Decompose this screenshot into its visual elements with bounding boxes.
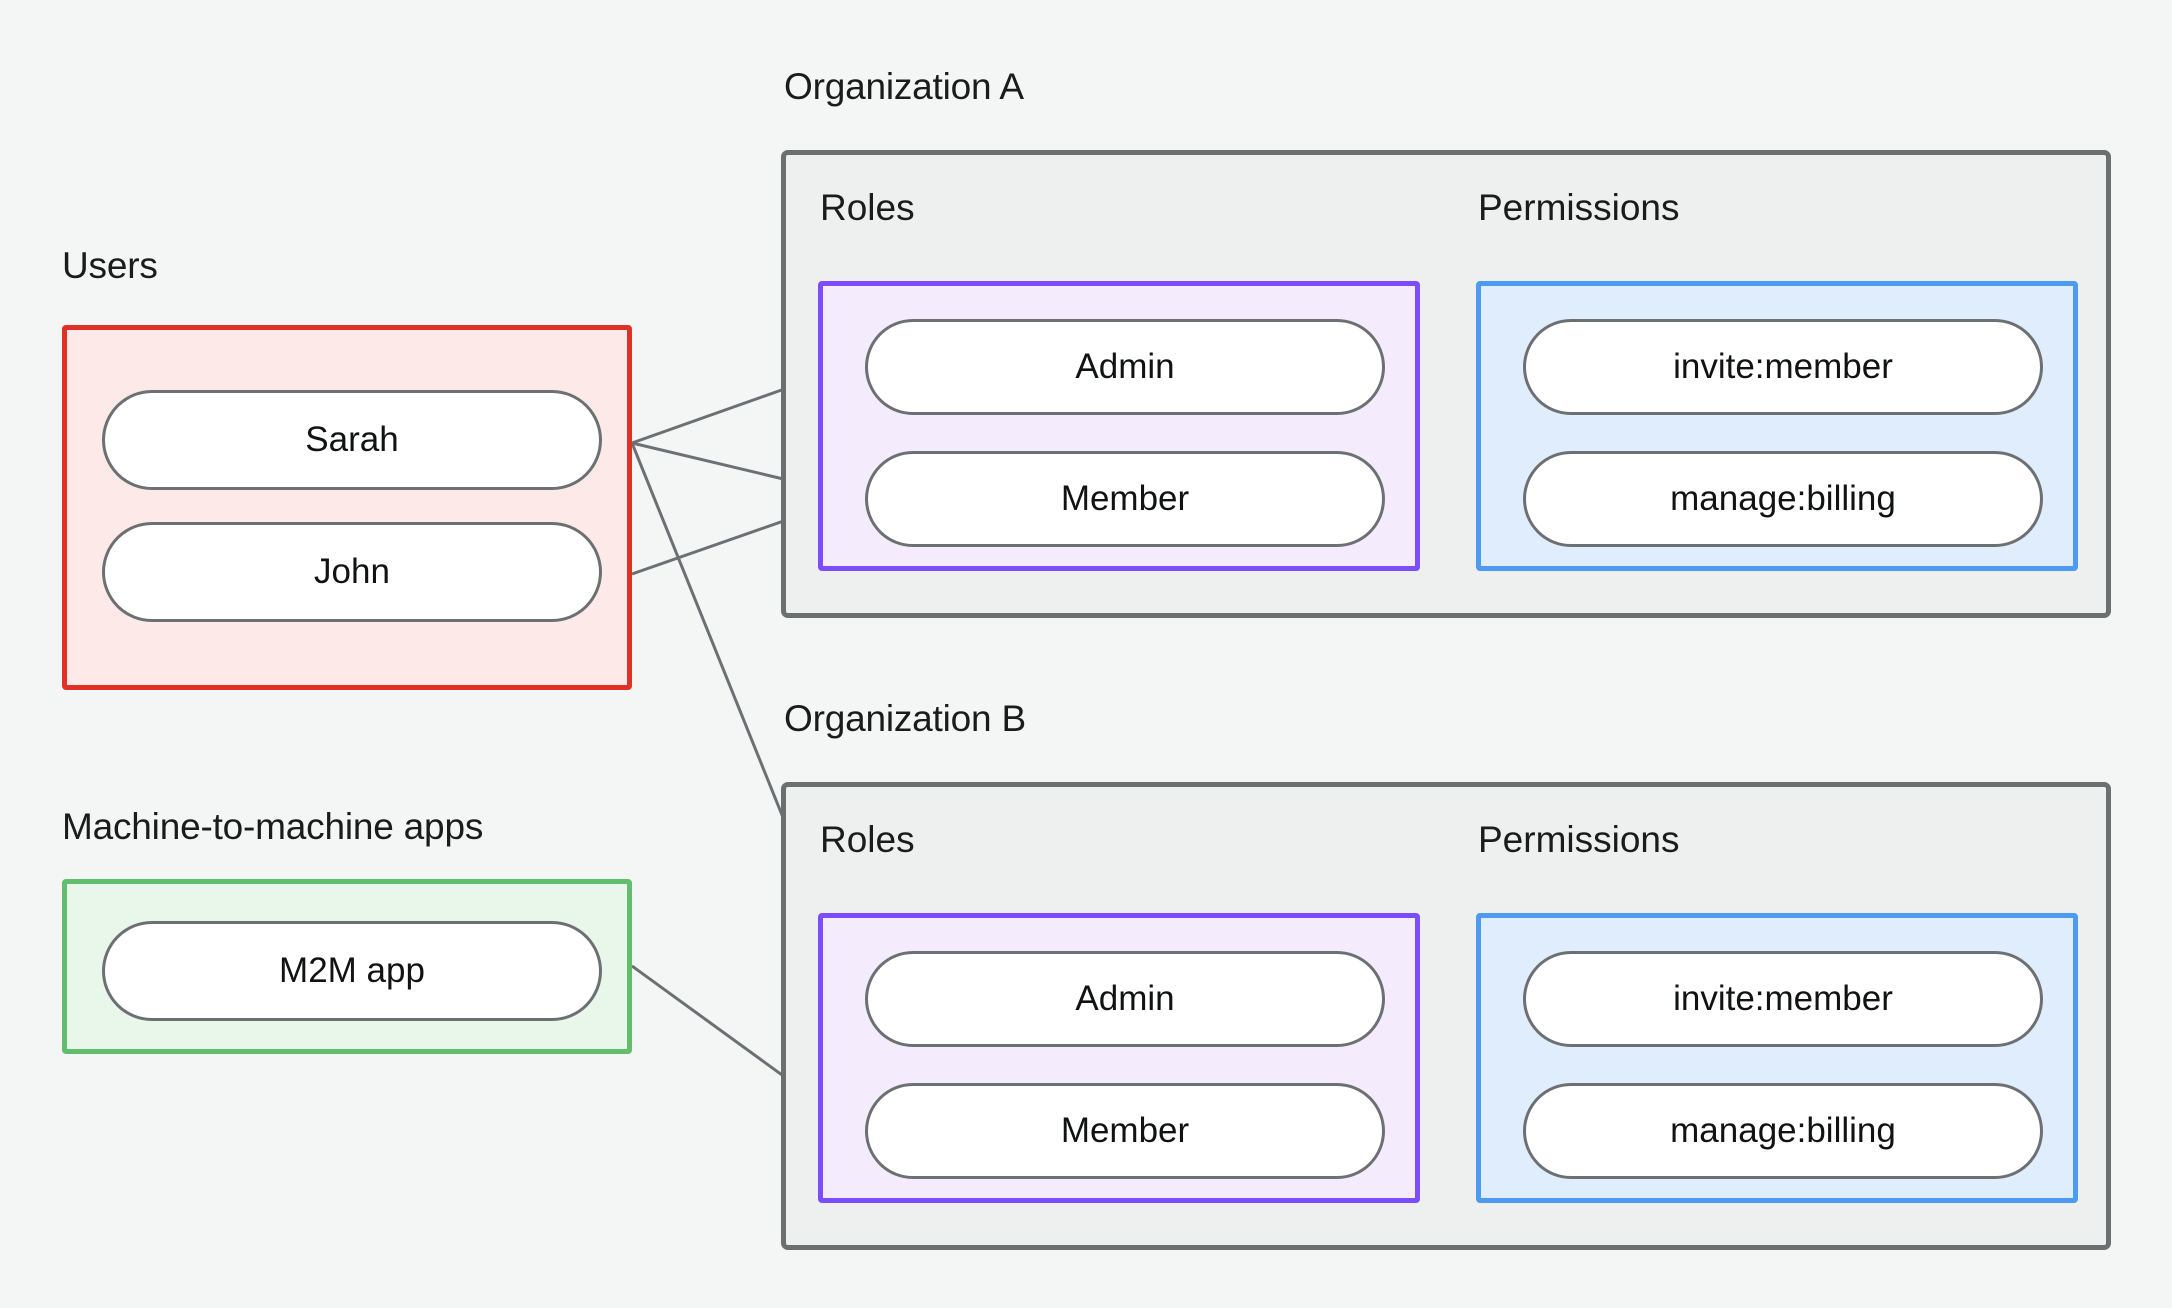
org-b-group-box: Roles Permissions Admin Member invite:me… xyxy=(781,782,2111,1250)
org-a-permissions-heading: Permissions xyxy=(1478,187,1680,228)
users-group-box: Sarah John xyxy=(62,325,632,690)
org-a-caption: Organization A xyxy=(784,66,1024,107)
user-node-john[interactable]: John xyxy=(102,522,602,622)
org-a-permission-node-invite-member[interactable]: invite:member xyxy=(1523,319,2043,415)
org-b-roles-box: Admin Member xyxy=(818,913,1420,1203)
m2m-group-box: M2M app xyxy=(62,879,632,1054)
org-a-permissions-box: invite:member manage:billing xyxy=(1476,281,2078,571)
m2m-node-app[interactable]: M2M app xyxy=(102,921,602,1021)
org-b-permissions-heading: Permissions xyxy=(1478,819,1680,860)
org-a-role-node-member[interactable]: Member xyxy=(865,451,1385,547)
org-a-role-node-admin[interactable]: Admin xyxy=(865,319,1385,415)
org-b-role-node-member[interactable]: Member xyxy=(865,1083,1385,1179)
org-b-roles-heading: Roles xyxy=(820,819,915,860)
org-b-caption: Organization B xyxy=(784,698,1026,739)
org-b-permission-node-manage-billing[interactable]: manage:billing xyxy=(1523,1083,2043,1179)
org-a-roles-heading: Roles xyxy=(820,187,915,228)
org-b-role-node-admin[interactable]: Admin xyxy=(865,951,1385,1047)
m2m-caption: Machine-to-machine apps xyxy=(62,806,484,847)
org-a-roles-box: Admin Member xyxy=(818,281,1420,571)
org-a-permission-node-manage-billing[interactable]: manage:billing xyxy=(1523,451,2043,547)
user-node-sarah[interactable]: Sarah xyxy=(102,390,602,490)
org-b-permissions-box: invite:member manage:billing xyxy=(1476,913,2078,1203)
org-b-permission-node-invite-member[interactable]: invite:member xyxy=(1523,951,2043,1047)
users-caption: Users xyxy=(62,245,158,286)
org-a-group-box: Roles Permissions Admin Member invite:me… xyxy=(781,150,2111,618)
